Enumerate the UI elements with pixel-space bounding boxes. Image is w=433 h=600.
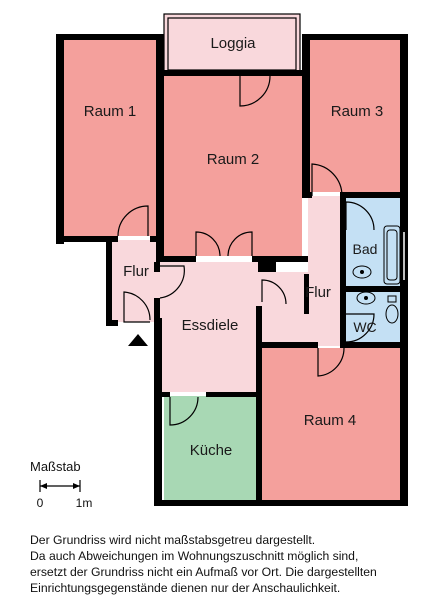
raum1-label: Raum 1 <box>84 103 137 120</box>
raum4-label: Raum 4 <box>304 412 357 429</box>
washbasin-icon <box>352 265 372 279</box>
disclaimer-line: Da auch Abweichungen im Wohnungszuschnit… <box>30 549 359 563</box>
flur-right-label: Flur <box>305 284 331 301</box>
hall-connector-area <box>258 272 310 342</box>
disclaimer-line: ersetzt der Grundriss nicht ein Aufmaß v… <box>30 565 377 579</box>
loggia-area <box>164 14 300 72</box>
raum1-area <box>64 40 156 236</box>
entrance-arrow-icon <box>128 334 148 346</box>
scale-arrow-left-icon <box>40 483 47 489</box>
loggia-label: Loggia <box>210 35 256 52</box>
floor-plan: Loggia Raum 1 Raum 2 Raum 3 Flur Flur Es… <box>30 13 408 510</box>
toilet-icon <box>385 295 405 338</box>
scale-title: Maßstab <box>30 459 81 474</box>
loggia-outline <box>163 13 301 73</box>
kueche-label: Küche <box>190 442 233 459</box>
flur-right-area <box>308 196 344 346</box>
raum2-label: Raum 2 <box>207 151 260 168</box>
scale-start-label: 0 <box>37 496 44 510</box>
raum3-area <box>310 40 400 192</box>
raum4-area <box>262 348 404 500</box>
disclaimer-line: Der Grundriss wird nicht maßstabsgetreu … <box>30 533 316 547</box>
bad-area <box>346 198 402 288</box>
essdiele-label: Essdiele <box>182 317 239 334</box>
scale-arrow-right-icon <box>73 483 80 489</box>
wc-washbasin-icon <box>356 291 376 305</box>
flur-left-label: Flur <box>123 263 149 280</box>
kueche-area <box>164 396 258 500</box>
disclaimer-line: Einrichtungsgegenstände dienen nur der A… <box>30 581 341 595</box>
disclaimer: Der Grundriss wird nicht maßstabsgetreu … <box>30 532 430 596</box>
bad-label: Bad <box>353 241 378 257</box>
door-swings <box>117 75 375 426</box>
wc-label: WC <box>353 319 376 335</box>
scale-end-label: 1m <box>76 496 93 510</box>
essdiele-area <box>160 262 260 392</box>
flur-left-area <box>112 240 160 322</box>
raum3-label: Raum 3 <box>331 103 384 120</box>
raum2-area <box>164 76 302 256</box>
